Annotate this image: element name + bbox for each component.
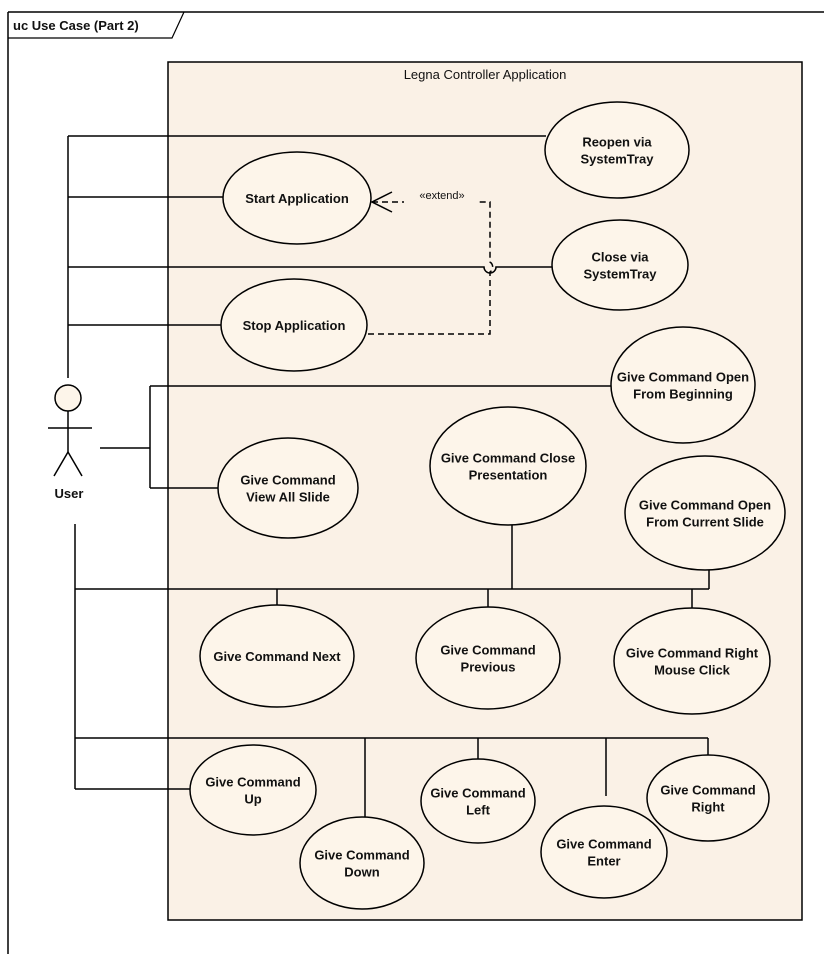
use-case-ellipse [217, 437, 359, 539]
use-case-label: SystemTray [584, 267, 658, 282]
use-case-ellipse [189, 744, 317, 836]
use-case-ellipse [222, 151, 372, 245]
use-case-label: Down [344, 865, 379, 880]
use-case-ellipse [613, 607, 771, 715]
system-name: Legna Controller Application [404, 67, 567, 82]
use-case-label: Give Command [440, 643, 535, 658]
use-case-label: Left [466, 803, 491, 818]
use-case-label: Give Command [660, 783, 755, 798]
actor-name: User [55, 486, 84, 501]
use-case-label: Give Command Next [213, 649, 341, 664]
use-case-ellipse [299, 816, 425, 910]
use-case-ellipse [551, 219, 689, 311]
frame-label: uc Use Case (Part 2) [13, 18, 139, 33]
use-case-stop-application: Stop Application [220, 278, 368, 372]
use-case-label: Give Command [556, 837, 651, 852]
extend-label: «extend» [419, 190, 464, 202]
use-case-label: From Current Slide [646, 515, 764, 530]
use-case-ellipse [624, 455, 786, 571]
use-case-next: Give Command Next [199, 604, 355, 708]
use-case-ellipse [420, 758, 536, 844]
use-case-label: Give Command [240, 473, 335, 488]
use-case-ellipse [220, 278, 368, 372]
use-case-label: SystemTray [581, 152, 655, 167]
use-case-ellipse [415, 606, 561, 710]
use-case-label: Give Command Open [639, 498, 771, 513]
use-case-ellipse [199, 604, 355, 708]
actor-user: User [48, 384, 92, 501]
use-case-label: Give Command Close [441, 451, 575, 466]
use-case-label: Give Command Open [617, 370, 749, 385]
use-case-label: From Beginning [633, 387, 733, 402]
use-case-label: View All Slide [246, 490, 330, 505]
use-case-ellipse [610, 326, 756, 444]
use-case-label: Give Command [430, 786, 525, 801]
use-case-label: Previous [461, 660, 516, 675]
use-case-ellipse [544, 101, 690, 199]
association-lines [67, 135, 710, 820]
use-case-label: Right [691, 800, 725, 815]
use-case-label: Close via [591, 250, 649, 265]
use-case-label: Presentation [469, 468, 548, 483]
use-case-start-application: Start Application [222, 151, 372, 245]
use-case-label: Give Command Right [626, 646, 759, 661]
use-case-ellipse [540, 805, 668, 899]
use-case-label: Give Command [205, 775, 300, 790]
use-case-ellipse [646, 754, 770, 842]
use-case-label: Stop Application [243, 318, 346, 333]
extend-relationship: «extend» [368, 190, 494, 335]
diagram-frame: uc Use Case (Part 2) [7, 11, 824, 954]
use-case-label: Reopen via [582, 135, 652, 150]
use-case-label: Enter [587, 854, 620, 869]
use-case-ellipse [429, 406, 587, 526]
use-case-label: Mouse Click [654, 663, 731, 678]
use-case-label: Start Application [245, 191, 349, 206]
use-case-label: Up [244, 792, 261, 807]
use-case-label: Give Command [314, 848, 409, 863]
